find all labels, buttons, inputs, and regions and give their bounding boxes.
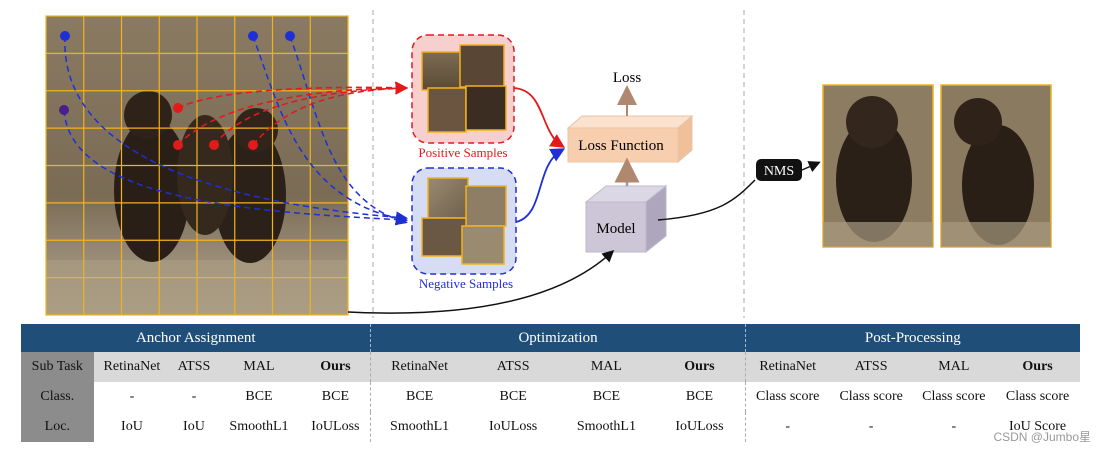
- positive-samples-group: [411, 34, 515, 144]
- header-cell: Ours: [995, 352, 1080, 382]
- header-cell: ATSS: [829, 352, 913, 382]
- positive-to-loss-arrow: [513, 87, 566, 148]
- table-cell: -: [951, 419, 957, 434]
- table-cell: BCE: [245, 389, 273, 404]
- model-label: Model: [596, 221, 635, 237]
- detection-pipeline-diagram: Positive Samples Negative Samples Loss F…: [45, 10, 1052, 318]
- nms-to-output-arrow: [801, 161, 821, 173]
- nms-label: NMS: [764, 164, 794, 179]
- negative-anchor-points: [59, 31, 295, 115]
- header-cell: ATSS: [467, 352, 559, 382]
- table-cell: -: [868, 419, 874, 434]
- table-cell: IoU: [183, 419, 205, 434]
- header-cell: RetinaNet: [744, 352, 830, 382]
- table-cell: -: [744, 412, 830, 442]
- header-cell: MAL: [558, 352, 655, 382]
- header-cell: Sub Task: [21, 352, 94, 382]
- group-optimization: Optimization: [370, 324, 746, 352]
- table-cell: BCE: [685, 389, 714, 404]
- nms-box: [756, 159, 802, 181]
- output-detection-left: [822, 84, 934, 248]
- header-cell: RetinaNet: [370, 352, 468, 382]
- header-cell: Ours: [300, 352, 371, 382]
- positive-samples-label: Positive Samples: [418, 145, 507, 160]
- header-cell: MAL: [912, 352, 996, 382]
- table-cell: IoU: [121, 419, 143, 434]
- table-cell: IoULoss: [489, 419, 538, 434]
- row-label: Class.: [21, 382, 94, 412]
- watermark: CSDN @Jumbo星: [993, 430, 1091, 444]
- positive-anchor-points: [173, 103, 258, 150]
- table-cell: BCE: [370, 382, 468, 412]
- table-row: Loc. IoU IoU SmoothL1 IoULoss SmoothL1 I…: [21, 412, 1080, 442]
- table-cell: IoU Score: [1009, 419, 1067, 434]
- table-cell: Class score: [1005, 389, 1070, 404]
- model-to-nms-arrow: [657, 179, 756, 221]
- header-cell: RetinaNet: [93, 352, 171, 382]
- negative-assignment-links: [63, 35, 408, 226]
- table-cell: SmoothL1: [370, 412, 468, 442]
- table-cell: Class score: [744, 382, 830, 412]
- table-cell: IoULoss: [311, 419, 360, 434]
- table-header-row: Sub Task RetinaNet ATSS MAL Ours RetinaN…: [21, 352, 1080, 382]
- table-cell: -: [191, 389, 197, 404]
- positive-assignment-links: [177, 81, 409, 146]
- loss-label: Loss: [613, 70, 642, 86]
- negative-samples-label: Negative Samples: [419, 276, 513, 291]
- header-cell: MAL: [217, 352, 301, 382]
- loss-function-label: Loss Function: [578, 138, 664, 154]
- table-cell: SmoothL1: [576, 419, 636, 434]
- loss-function-box: [566, 114, 694, 164]
- table-cell: Class score: [922, 389, 986, 404]
- table-cell: -: [129, 389, 135, 404]
- table-cell: BCE: [592, 389, 621, 404]
- image-to-model-arrow: [347, 249, 615, 314]
- header-cell: Ours: [654, 352, 746, 382]
- group-anchor-assignment: Anchor Assignment: [21, 324, 371, 352]
- table-cell: Class score: [839, 389, 903, 404]
- row-label: Loc.: [21, 412, 94, 442]
- negative-to-loss-arrow: [515, 148, 566, 223]
- model-box: [584, 184, 668, 254]
- table-cell: BCE: [499, 389, 527, 404]
- output-detection-right: [940, 84, 1052, 248]
- anchor-grid: [45, 15, 349, 316]
- header-cell: ATSS: [170, 352, 218, 382]
- negative-samples-group: [411, 167, 517, 275]
- group-post-processing: Post-Processing: [744, 324, 1080, 352]
- table-row: Class. - - BCE BCE BCE BCE BCE BCE Class…: [21, 382, 1080, 412]
- table-cell: SmoothL1: [229, 419, 289, 434]
- table-cell: IoULoss: [675, 419, 724, 434]
- comparison-table: Anchor Assignment Optimization Post-Proc…: [21, 324, 1080, 442]
- table-cell: BCE: [321, 389, 349, 404]
